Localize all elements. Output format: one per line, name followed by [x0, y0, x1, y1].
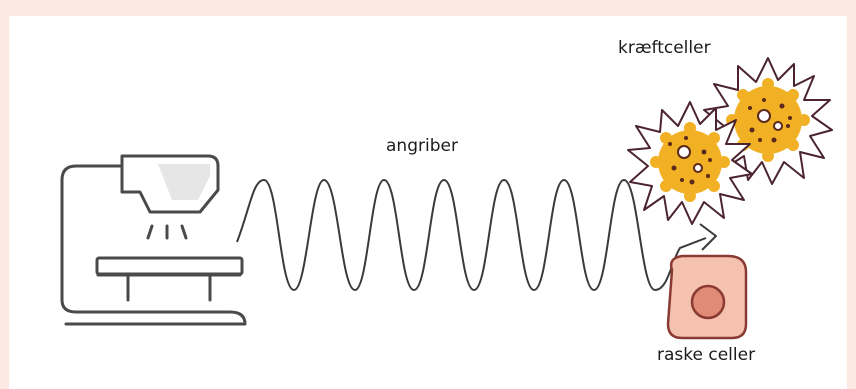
- radiation-wave: [236, 178, 707, 292]
- radiation-machine-icon: [60, 154, 247, 326]
- machine-glass: [158, 164, 210, 200]
- cancer-cells-label: kræftceller: [618, 38, 711, 58]
- healthy-cells-label: raske celler: [657, 345, 756, 365]
- wave-arrowhead: [699, 223, 717, 251]
- healthy-cell-icon: [666, 254, 748, 340]
- cancer-cell-icon: [627, 101, 753, 225]
- wave-label: angriber: [386, 136, 458, 156]
